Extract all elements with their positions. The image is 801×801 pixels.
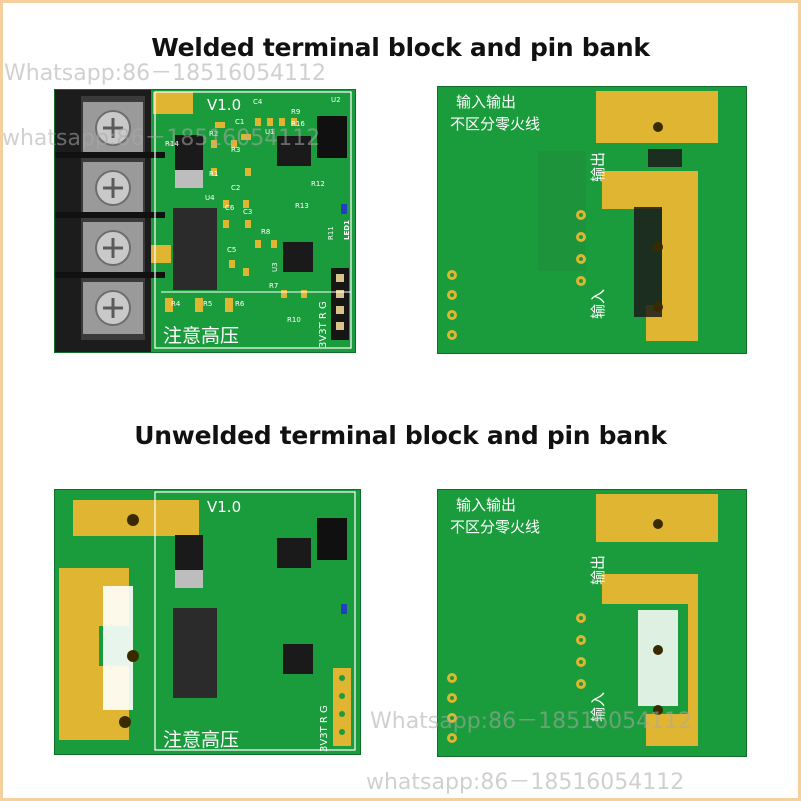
- heading-welded: Welded terminal block and pin bank: [151, 33, 650, 62]
- watermark-1: Whatsapp:86－18516054112: [4, 61, 327, 86]
- watermark-4: whatsapp:86－18516054112: [366, 770, 685, 795]
- pcb-back-unwelded: 输入输出 不区分零火线 输出 输入: [437, 489, 747, 757]
- heading-unwelded: Unwelded terminal block and pin bank: [134, 421, 667, 450]
- pcb-front-welded: V1.0 注意高压 3V3T R G C4 R9 R16 U2 C1 U1 R2…: [54, 89, 356, 353]
- pcb-back-welded: 输入输出 不区分零火线 输出 输入: [437, 86, 747, 354]
- pcb-front-unwelded: V1.0 注意高压 3V3T R G: [54, 489, 361, 755]
- watermark-2: whatsapp:86－18516054112: [2, 126, 321, 151]
- screw-terminals: [83, 102, 143, 334]
- watermark-3: Whatsapp:86－18516054112: [370, 709, 693, 734]
